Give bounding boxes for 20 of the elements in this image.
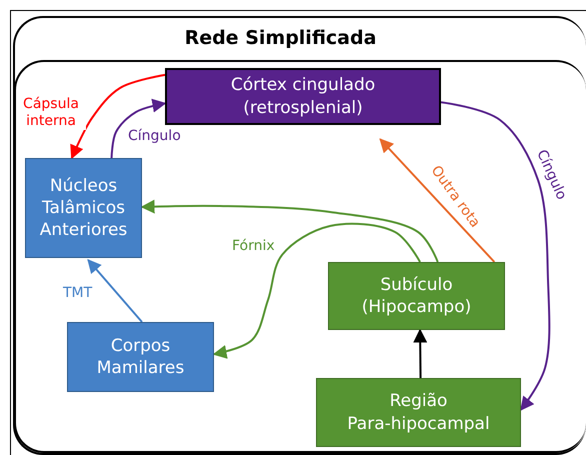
process-box (328, 262, 505, 330)
node-label: Região Para-hipocampal (346, 390, 491, 435)
arrow (87, 258, 143, 323)
process-box (67, 322, 214, 392)
node-label: Córtex cingulado (retrosplenial) (230, 74, 376, 119)
process-box (316, 378, 521, 447)
arrow (70, 74, 166, 160)
arrow (110, 98, 166, 158)
title: Rede Simplificada (184, 26, 378, 51)
arrow (212, 222, 421, 359)
node-label: Núcleos Talâmicos Anteriores (38, 174, 128, 242)
arrow (140, 200, 439, 262)
arrow (413, 328, 428, 378)
node-label: Subículo (Hipocampo) (360, 274, 472, 318)
node-label: Corpos Mamilares (96, 334, 186, 380)
arrow (440, 101, 550, 411)
arrow (379, 138, 496, 263)
process-box (25, 158, 142, 258)
process-box (165, 68, 441, 125)
edge-label: Cíngulo (128, 128, 181, 145)
